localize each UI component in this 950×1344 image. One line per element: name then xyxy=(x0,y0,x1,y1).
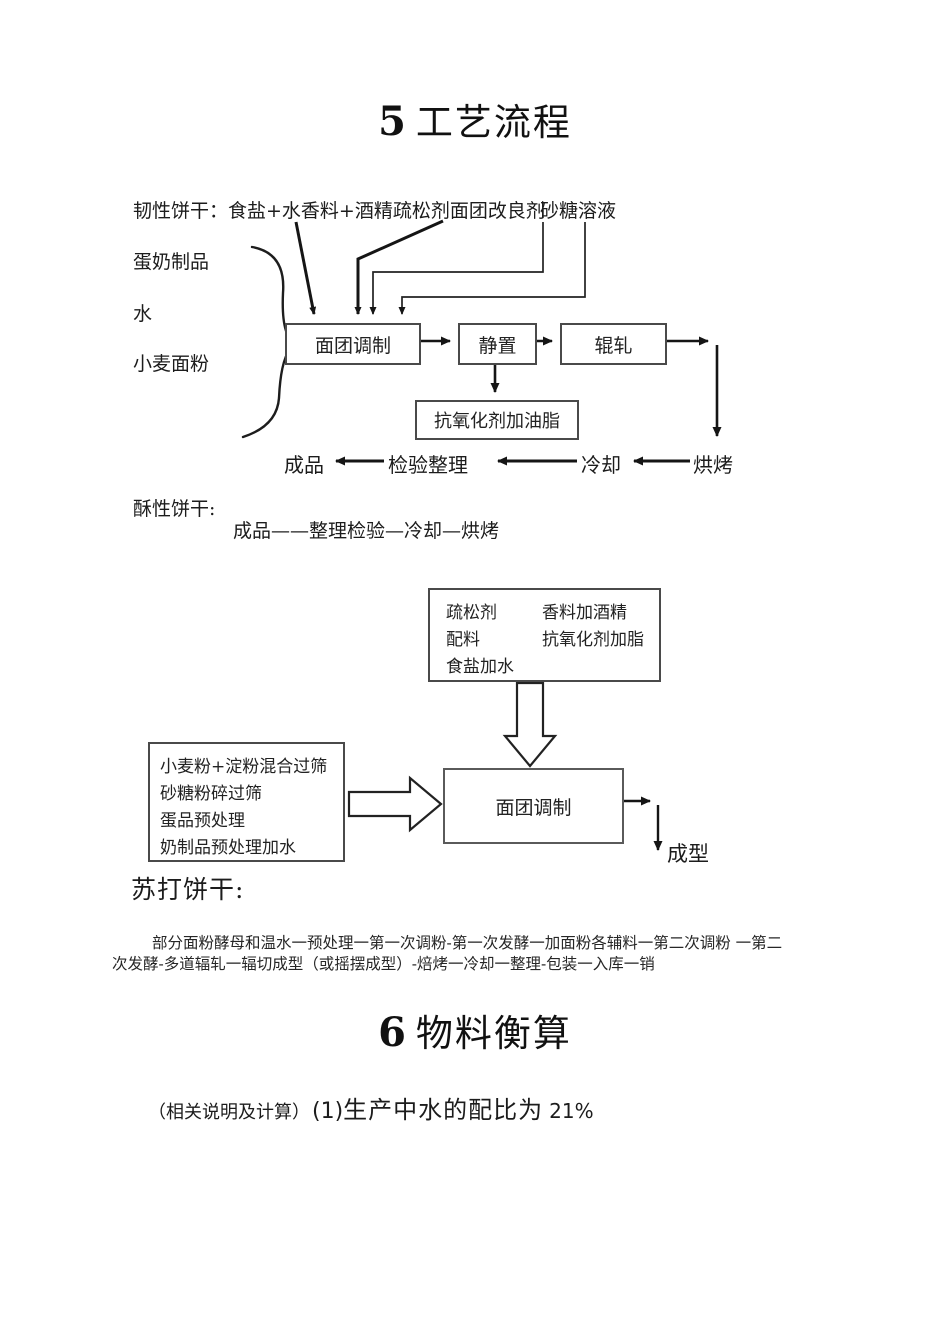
additive-leavening: 疏松剂 xyxy=(446,603,497,623)
mix2-box: 面团调制 xyxy=(443,768,624,844)
pretreat-flour: 小麦粉+淀粉混合过筛 xyxy=(160,757,328,777)
additive-mixture: 配料 xyxy=(446,630,480,650)
calc-value: 21% xyxy=(549,1099,594,1123)
section6-title-text: 物料衡算 xyxy=(415,1012,572,1055)
section6-number: 6 xyxy=(378,1009,406,1056)
antioxidant-box: 抗氧化剂加油脂 xyxy=(415,400,579,440)
additive-antioxidant: 抗氧化剂加脂 xyxy=(542,630,644,650)
mix-box: 面团调制 xyxy=(285,323,421,365)
syrup-label: 砂糖溶液 xyxy=(540,200,617,222)
route-syrup2-to-mix xyxy=(398,222,586,315)
soda-process-line2: 次发酵-多道辐轧一辐切成型（或摇摆成型）-焙烤一冷却一整理-包装一入库一销 xyxy=(112,955,655,973)
block-arrow-down xyxy=(502,681,558,768)
input-wheat-flour: 小麦面粉 xyxy=(133,353,210,375)
additive-flavor: 香料加酒精 xyxy=(542,603,627,623)
pretreat-egg: 蛋品预处理 xyxy=(160,811,245,831)
section5-title-text: 工艺流程 xyxy=(415,101,572,144)
rest-box: 静置 xyxy=(458,323,537,365)
pretreatment-box: 小麦粉+淀粉混合过筛 砂糖粉碎过筛 蛋品预处理 奶制品预处理加水 xyxy=(148,742,345,862)
ingredients-label: 食盐+水香料+酒精疏松剂面团改良剂 xyxy=(228,200,545,222)
crisp-biscuit-flow: 成品——整理检验—冷却—烘烤 xyxy=(233,520,500,542)
calc-note: （相关说明及计算） xyxy=(148,1102,310,1123)
tough-biscuit-label: 韧性饼干： xyxy=(133,200,229,222)
inspect-label: 检验整理 xyxy=(388,453,468,477)
cool-label: 冷却 xyxy=(581,453,621,477)
forming-label: 成型 xyxy=(667,842,709,866)
soda-process-line1: 部分面粉酵母和温水一预处理一第一次调粉-第一次发酵一加面粉各辅料一第二次调粉 一… xyxy=(152,934,783,952)
pretreat-sugar: 砂糖粉碎过筛 xyxy=(160,784,262,804)
input-egg-milk: 蛋奶制品 xyxy=(133,251,210,273)
section5-number: 5 xyxy=(378,98,406,145)
block-arrow-right xyxy=(347,775,443,833)
pretreat-dairy: 奶制品预处理加水 xyxy=(160,838,296,858)
calc-line: （相关说明及计算） (1) 生产中水的配比为 21% xyxy=(148,1090,594,1125)
arrow-salt-to-mix xyxy=(294,221,317,315)
roll-box: 辊轧 xyxy=(560,323,667,365)
route-syrup1-to-mix xyxy=(369,222,544,315)
bake-label: 烘烤 xyxy=(693,453,733,477)
additive-salt-water: 食盐加水 xyxy=(446,657,514,677)
additive-empty xyxy=(542,654,659,681)
calc-item-number: (1) xyxy=(312,1099,344,1124)
calc-text: 生产中水的配比为 xyxy=(343,1096,544,1124)
product-label: 成品 xyxy=(284,453,324,477)
additives-box: 疏松剂 香料加酒精 配料 抗氧化剂加脂 食盐加水 xyxy=(428,588,661,682)
crisp-biscuit-label: 酥性饼干: xyxy=(133,498,216,520)
arrow-leavening-to-mix xyxy=(354,219,444,315)
input-water: 水 xyxy=(133,303,153,325)
soda-biscuit-label: 苏打饼干: xyxy=(131,875,245,904)
